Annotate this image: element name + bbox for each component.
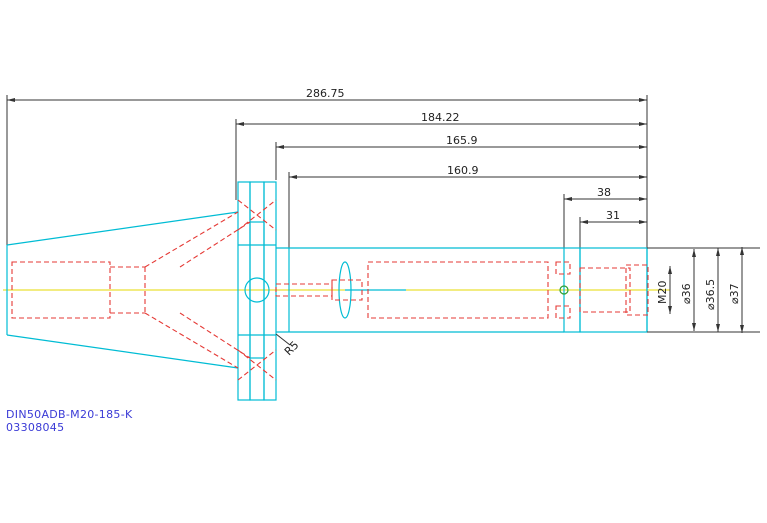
outer-contour xyxy=(6,181,648,401)
article-number: 03308045 xyxy=(6,421,65,434)
part-number: DIN50ADB-M20-185-K xyxy=(6,408,133,421)
dim-diameter-1: ⌀36 xyxy=(680,283,693,304)
dimension-lines xyxy=(6,95,648,250)
dim-overall-length: 286.75 xyxy=(306,87,345,100)
hidden-lines xyxy=(11,199,649,381)
dim-length-a: 184.22 xyxy=(421,111,460,124)
dim-length-c: 160.9 xyxy=(447,164,479,177)
dim-thread: M20 xyxy=(656,281,669,305)
dim-diameter-2: ⌀36.5 xyxy=(704,279,717,310)
dim-diameter-3: ⌀37 xyxy=(728,283,741,304)
dim-length-b: 165.9 xyxy=(446,134,478,147)
dim-length-d: 38 xyxy=(597,186,611,199)
diameter-arrows xyxy=(668,247,744,333)
dimension-arrows xyxy=(7,98,647,224)
center-mark xyxy=(559,285,569,295)
dim-length-e: 31 xyxy=(606,209,620,222)
radius-leader xyxy=(275,333,291,346)
